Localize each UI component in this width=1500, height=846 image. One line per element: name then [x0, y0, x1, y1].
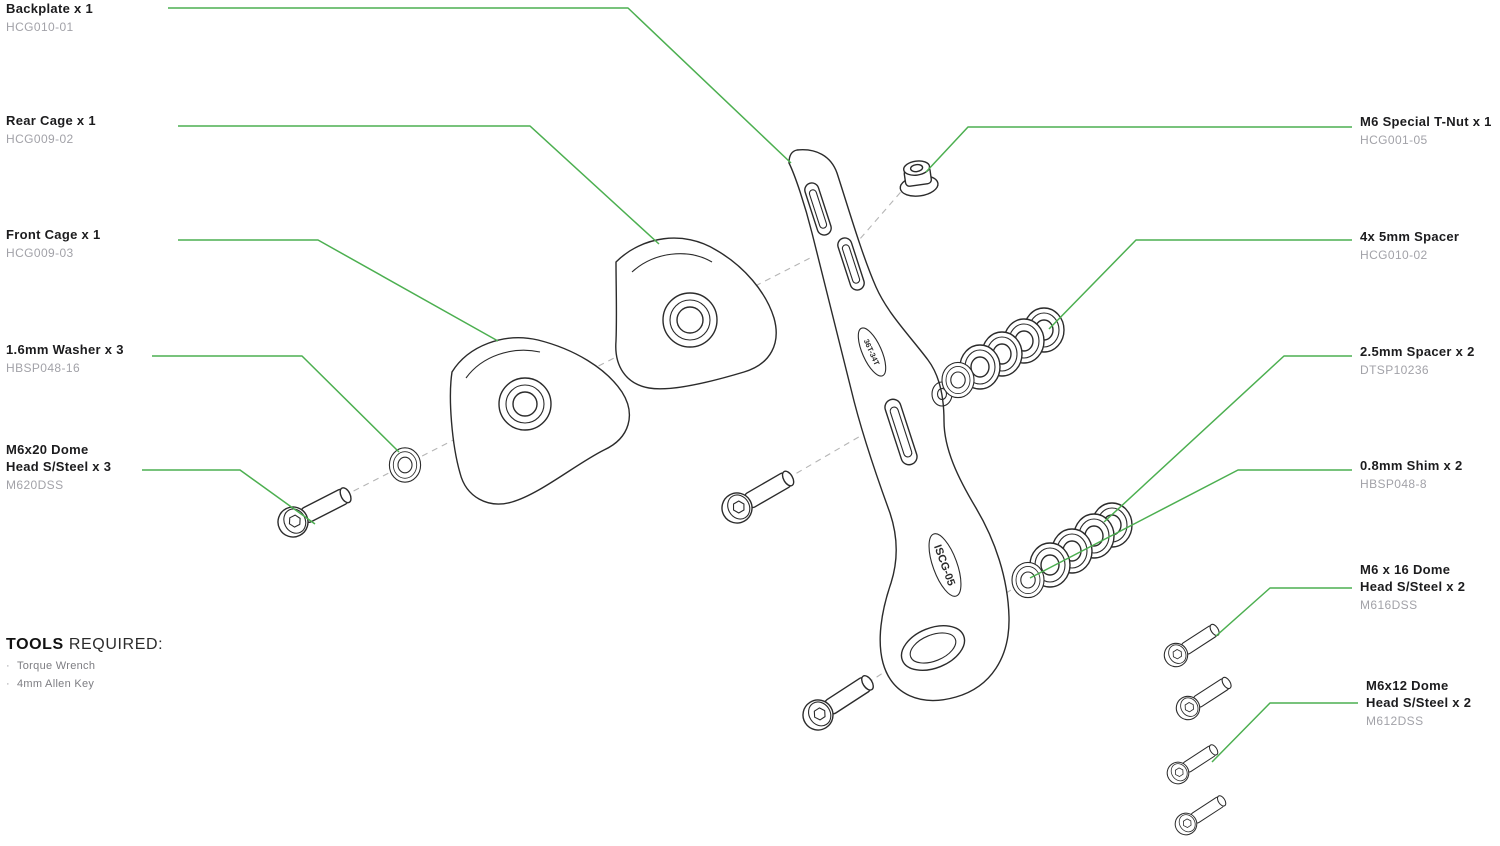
spacer-stack-lower — [1011, 502, 1133, 599]
label-part-number: M616DSS — [1360, 598, 1418, 612]
leader-lines — [142, 7, 1358, 763]
rear-cage-part — [615, 237, 777, 390]
bolt-m6x20-part — [796, 667, 881, 737]
backplate-part: 36T-34T ISCG-05 — [788, 149, 1010, 702]
t-nut-part — [899, 160, 939, 197]
label-part-number: HCG009-03 — [6, 246, 74, 260]
label-title: M6x20 Dome Head S/Steel x 3 — [6, 442, 112, 474]
label-part-number: DTSP10236 — [1360, 363, 1429, 377]
label-m6x12-bolt: M6x12 Dome Head S/Steel x 2 M612DSS — [1366, 677, 1471, 728]
leader-front-cage — [178, 239, 499, 342]
tool-item-label: 4mm Allen Key — [16, 678, 95, 690]
label-washer: 1.6mm Washer x 3 HBSP048-16 — [6, 341, 124, 375]
label-title: M6 Special T-Nut x 1 — [1360, 114, 1492, 129]
leader-m6x12 — [1211, 702, 1358, 763]
label-m6x20-bolt: M6x20 Dome Head S/Steel x 3 M620DSS — [6, 441, 111, 492]
washer-part — [388, 447, 422, 483]
bolt-m6x16-part — [1159, 617, 1225, 672]
label-title: 0.8mm Shim x 2 — [1360, 458, 1463, 473]
label-title: M6 x 16 Dome Head S/Steel x 2 — [1360, 562, 1466, 594]
label-title: Rear Cage x 1 — [6, 113, 96, 128]
bolt-m6x12-part — [1170, 789, 1231, 840]
tool-item-label: Torque Wrench — [16, 660, 96, 672]
tools-heading-bold: TOOLS — [6, 636, 64, 653]
label-rear-cage: Rear Cage x 1 HCG009-02 — [6, 112, 96, 146]
tools-required-section: TOOLS REQUIRED: · Torque Wrench · 4mm Alle… — [6, 636, 163, 690]
label-2_5mm-spacer: 2.5mm Spacer x 2 DTSP10236 — [1360, 343, 1475, 377]
label-title: Backplate x 1 — [6, 1, 94, 16]
tools-heading: TOOLS REQUIRED: — [6, 636, 163, 654]
backplate-slot-upper-2 — [837, 237, 865, 291]
label-m6x16-bolt: M6 x 16 Dome Head S/Steel x 2 M616DSS — [1360, 561, 1465, 612]
label-t-nut: M6 Special T-Nut x 1 HCG001-05 — [1360, 113, 1492, 147]
label-title: 4x 5mm Spacer — [1360, 229, 1460, 244]
label-backplate: Backplate x 1 HCG010-01 — [6, 0, 93, 34]
label-title: 2.5mm Spacer x 2 — [1360, 344, 1475, 359]
leader-t-nut — [925, 126, 1352, 173]
leader-2_5mm-spacer — [1103, 355, 1352, 523]
label-front-cage: Front Cage x 1 HCG009-03 — [6, 226, 101, 260]
leader-5mm-spacer — [1048, 239, 1352, 330]
leader-shim — [1029, 469, 1352, 579]
label-part-number: M612DSS — [1366, 714, 1424, 728]
bullet-icon: · — [6, 660, 10, 672]
label-part-number: M620DSS — [6, 478, 64, 492]
label-title: M6x12 Dome Head S/Steel x 2 — [1366, 678, 1472, 710]
tool-item: · 4mm Allen Key — [6, 678, 163, 690]
label-part-number: HCG010-01 — [6, 20, 74, 34]
label-title: 1.6mm Washer x 3 — [6, 342, 124, 357]
spacer-stack-upper — [941, 307, 1065, 399]
leader-m6x16 — [1215, 587, 1352, 637]
label-part-number: HCG001-05 — [1360, 133, 1428, 147]
backplate-slot-middle — [884, 398, 918, 466]
label-part-number: HCG009-02 — [6, 132, 74, 146]
label-part-number: HBSP048-16 — [6, 361, 81, 375]
label-shim: 0.8mm Shim x 2 HBSP048-8 — [1360, 457, 1462, 491]
leader-m6x20 — [142, 469, 316, 525]
tools-heading-rest: REQUIRED: — [63, 636, 164, 653]
bolt-m6x20-part — [272, 479, 358, 543]
leader-rear-cage — [178, 125, 660, 245]
front-cage-part — [449, 337, 631, 505]
bullet-icon: · — [6, 678, 10, 690]
label-title: Front Cage x 1 — [6, 227, 101, 242]
label-part-number: HBSP048-8 — [1360, 477, 1427, 491]
bolt-m6x16-part — [1171, 670, 1237, 725]
label-part-number: HCG010-02 — [1360, 248, 1428, 262]
backplate-foot-cutout — [900, 625, 966, 671]
bolt-m6x12-part — [1162, 738, 1223, 789]
leader-washer — [152, 355, 400, 453]
leader-backplate — [168, 7, 792, 164]
backplate-slot-upper — [804, 182, 832, 236]
tool-item: · Torque Wrench — [6, 660, 163, 672]
bolt-m6x20-part — [715, 462, 801, 530]
label-5mm-spacer: 4x 5mm Spacer HCG010-02 — [1360, 228, 1459, 262]
